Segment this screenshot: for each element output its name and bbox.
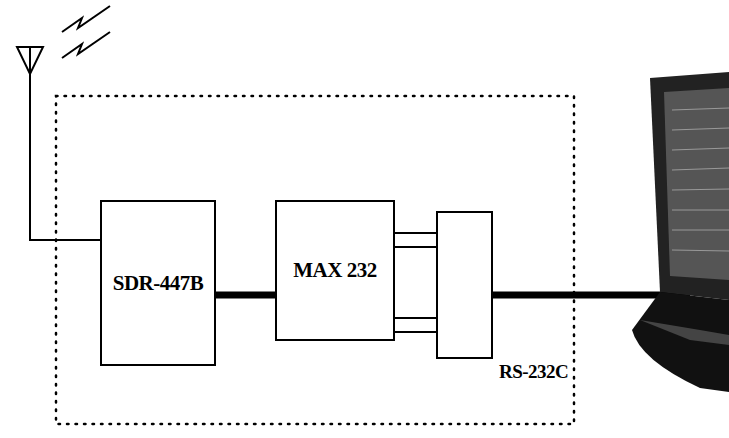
serial-lines <box>394 233 438 332</box>
antenna-symbol <box>17 47 102 240</box>
data-bus <box>216 295 275 296</box>
enclosure <box>56 96 574 424</box>
radio-waves <box>62 6 110 58</box>
box-label: SDR-447B <box>113 271 204 296</box>
box-label: MAX 232 <box>293 258 376 283</box>
laptop-computer <box>632 72 729 392</box>
port-label: RS-232C <box>497 361 570 383</box>
connector-box <box>437 212 492 358</box>
radio-module-box: SDR-447B <box>100 200 216 366</box>
level-converter-box: MAX 232 <box>275 200 395 341</box>
